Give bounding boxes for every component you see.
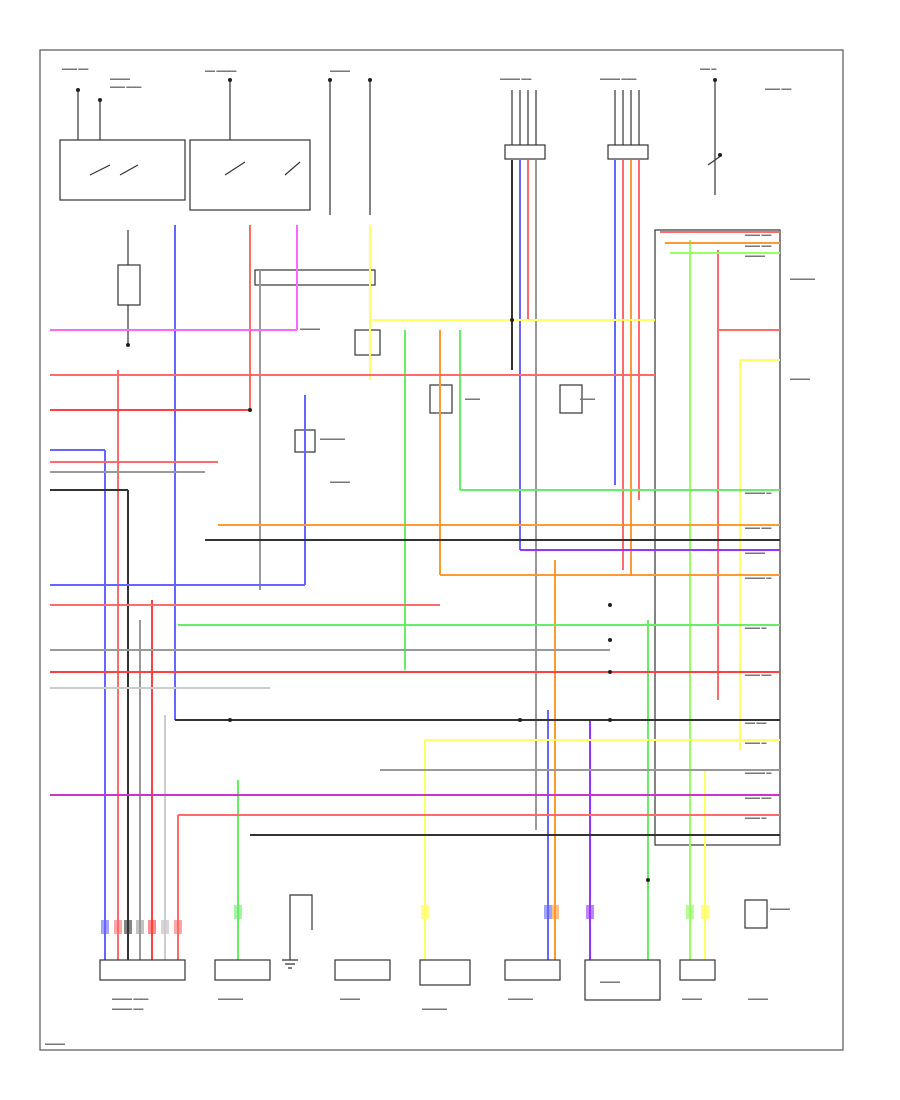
svg-text:▬▬▬: ▬▬▬ bbox=[465, 396, 480, 402]
svg-text:▬▬▬▬▬: ▬▬▬▬▬ bbox=[320, 436, 345, 442]
top-right-connector-b: ▬▬▬▬ ▬▬▬ bbox=[600, 76, 649, 160]
wire-bundle bbox=[104, 160, 741, 960]
module-pin-labels: ▬▬▬ ▬▬ ▬▬▬ ▬▬ ▬▬▬▬ ▬▬▬▬ ▬ ▬▬▬ ▬▬ ▬▬▬▬ ▬▬… bbox=[745, 232, 771, 821]
bottom-module-6: ▬▬▬▬ bbox=[584, 959, 661, 1001]
svg-text:▬▬▬ ▬▬: ▬▬▬ ▬▬ bbox=[745, 243, 771, 249]
svg-text:▬▬▬ ▬: ▬▬▬ ▬ bbox=[745, 625, 766, 631]
svg-text:▬▬▬ ▬▬: ▬▬▬ ▬▬ bbox=[745, 672, 771, 678]
bottom-ground bbox=[282, 894, 313, 969]
svg-text:▬▬ ▬: ▬▬ ▬ bbox=[700, 66, 716, 72]
svg-text:▬▬▬▬: ▬▬▬▬ bbox=[600, 979, 620, 985]
bottom-sensor-2: ▬▬▬▬▬ bbox=[214, 959, 271, 1002]
svg-text:▬▬ ▬▬▬▬: ▬▬ ▬▬▬▬ bbox=[205, 68, 236, 74]
svg-text:▬▬▬ ▬▬▬: ▬▬▬ ▬▬▬ bbox=[110, 84, 141, 90]
svg-text:▬▬▬ ▬: ▬▬▬ ▬ bbox=[745, 815, 766, 821]
right-control-module: ▬▬▬▬▬ ▬▬▬▬ bbox=[654, 229, 815, 846]
bottom-sensor-3: ▬▬▬▬ bbox=[334, 959, 391, 1002]
svg-text:▬▬▬▬: ▬▬▬▬ bbox=[110, 76, 130, 82]
svg-text:▬▬▬▬ ▬: ▬▬▬▬ ▬ bbox=[745, 490, 771, 496]
bottom-sensor-7: ▬▬▬▬ bbox=[679, 959, 716, 1002]
mid-center-sensor: ▬▬▬▬▬ ▬▬▬▬ bbox=[294, 429, 350, 485]
svg-text:▬▬▬▬: ▬▬▬▬ bbox=[340, 996, 360, 1002]
svg-text:▬▬▬▬ ▬▬: ▬▬▬▬ ▬▬ bbox=[112, 1006, 143, 1012]
mid-center-relay: ▬▬▬▬ bbox=[254, 269, 381, 356]
svg-text:▬▬▬▬▬: ▬▬▬▬▬ bbox=[218, 996, 243, 1002]
bottom-sensor-4: ▬▬▬▬▬ bbox=[419, 959, 471, 1012]
svg-text:▬▬▬▬: ▬▬▬▬ bbox=[745, 550, 765, 556]
svg-text:▬▬▬ ▬▬: ▬▬▬ ▬▬ bbox=[745, 232, 771, 238]
svg-text:▬▬▬▬: ▬▬▬▬ bbox=[300, 326, 320, 332]
svg-text:▬▬▬▬ ▬: ▬▬▬▬ ▬ bbox=[745, 770, 771, 776]
svg-text:▬▬▬: ▬▬▬ bbox=[580, 396, 595, 402]
svg-text:▬▬▬ ▬▬: ▬▬▬ ▬▬ bbox=[62, 66, 88, 72]
junction-dots bbox=[126, 153, 722, 882]
svg-text:▬▬▬ ▬▬: ▬▬▬ ▬▬ bbox=[745, 525, 771, 531]
svg-text:▬▬▬▬: ▬▬▬▬ bbox=[790, 376, 810, 382]
top-far-right-switch: ▬▬ ▬ ▬▬▬ ▬▬ bbox=[700, 66, 791, 195]
svg-text:▬▬▬▬: ▬▬▬▬ bbox=[682, 996, 702, 1002]
svg-text:▬▬▬▬: ▬▬▬▬ bbox=[745, 253, 765, 259]
svg-text:▬▬▬▬: ▬▬▬▬ bbox=[330, 479, 350, 485]
svg-text:▬▬▬ ▬▬: ▬▬▬ ▬▬ bbox=[745, 795, 771, 801]
top-right-connector-a: ▬▬▬▬ ▬▬ bbox=[500, 76, 546, 160]
svg-text:▬▬ ▬▬: ▬▬ ▬▬ bbox=[745, 720, 766, 726]
svg-text:▬▬▬▬▬: ▬▬▬▬▬ bbox=[790, 276, 815, 282]
svg-text:▬▬▬▬ ▬▬▬: ▬▬▬▬ ▬▬▬ bbox=[112, 996, 148, 1002]
bottom-sensor-5: ▬▬▬▬▬ bbox=[504, 959, 561, 1002]
bottom-sensor-1: ▬▬▬▬ ▬▬▬ ▬▬▬▬ ▬▬ bbox=[99, 959, 186, 1012]
wire-horizontals bbox=[50, 231, 780, 836]
bottom-switch-8: ▬▬▬▬ ▬▬▬▬ bbox=[744, 899, 790, 1002]
diagram-frame bbox=[39, 49, 844, 1051]
svg-text:▬▬▬▬: ▬▬▬▬ bbox=[330, 68, 350, 74]
svg-text:▬▬▬▬ ▬▬▬: ▬▬▬▬ ▬▬▬ bbox=[600, 76, 636, 82]
connector-marks bbox=[101, 905, 709, 934]
svg-text:▬▬▬ ▬▬: ▬▬▬ ▬▬ bbox=[765, 86, 791, 92]
svg-text:▬▬▬▬▬: ▬▬▬▬▬ bbox=[508, 996, 533, 1002]
svg-text:▬▬▬▬ ▬: ▬▬▬▬ ▬ bbox=[745, 575, 771, 581]
svg-text:▬▬▬▬▬: ▬▬▬▬▬ bbox=[422, 1006, 447, 1012]
mid-left-solenoid bbox=[117, 230, 141, 345]
top-left-relay-group: ▬▬▬ ▬▬ ▬▬▬▬ ▬▬▬ ▬▬▬ bbox=[59, 66, 186, 201]
svg-text:▬▬▬▬: ▬▬▬▬ bbox=[770, 906, 790, 912]
svg-text:▬▬▬▬: ▬▬▬▬ bbox=[748, 996, 768, 1002]
svg-text:▬▬▬ ▬: ▬▬▬ ▬ bbox=[745, 740, 766, 746]
page-mark: ▬▬▬▬ bbox=[45, 1041, 65, 1047]
top-center-fuse-group: ▬▬ ▬▬▬▬ ▬▬▬▬ bbox=[189, 68, 372, 215]
mid-right-sensor: ▬▬▬ ▬▬▬ bbox=[429, 384, 595, 414]
svg-text:▬▬▬▬ ▬▬: ▬▬▬▬ ▬▬ bbox=[500, 76, 531, 82]
